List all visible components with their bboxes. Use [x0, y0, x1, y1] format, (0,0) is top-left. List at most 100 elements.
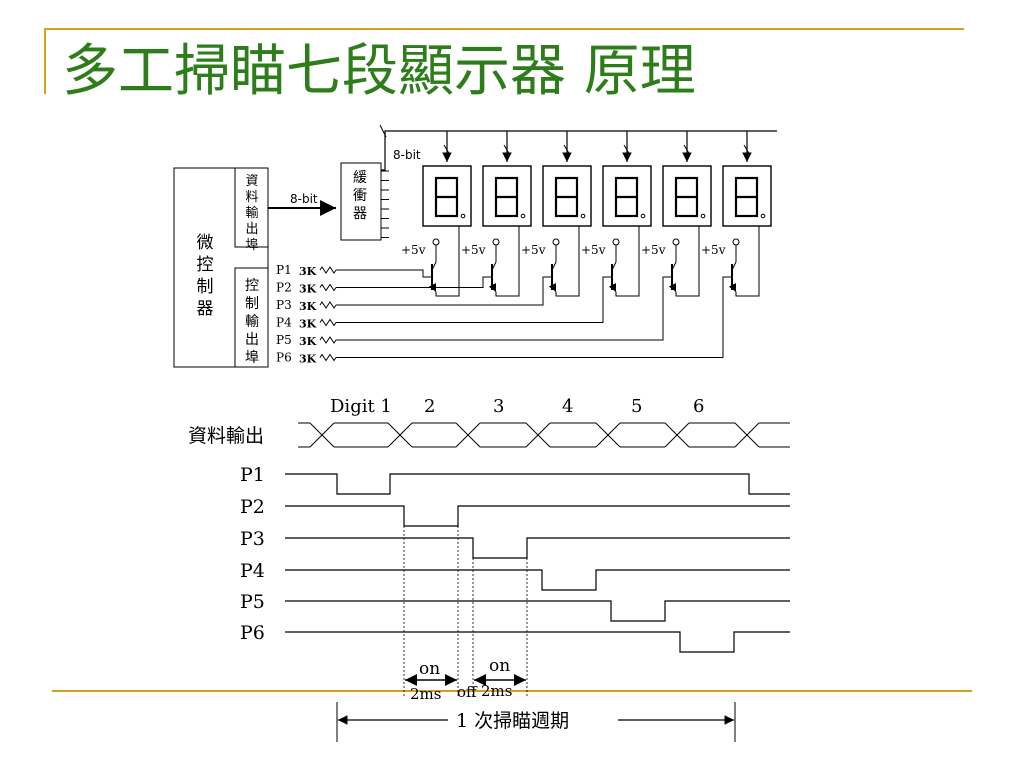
- data-row-label: 資料輸出: [188, 425, 264, 447]
- pin-waveform: P6: [240, 622, 790, 653]
- control-port-label-char: 控: [245, 278, 259, 294]
- waveform-line: [285, 537, 790, 559]
- supply-terminal: [612, 238, 620, 246]
- data-port-label-char: 出: [245, 222, 258, 237]
- base-wire: [336, 276, 552, 306]
- microcontroller-label-char: 器: [197, 299, 214, 319]
- bottom-rule: [52, 690, 972, 692]
- transistor-collector: [671, 261, 677, 271]
- resistor-label: 3K: [299, 283, 317, 296]
- waveform-label: P3: [240, 528, 265, 550]
- data-crossing: [455, 422, 481, 448]
- left-rule: [44, 28, 46, 94]
- resistor-label: 3K: [299, 318, 317, 331]
- base-wire: [336, 276, 732, 358]
- digit-label: 3: [493, 396, 504, 417]
- supply-terminal: [432, 238, 440, 246]
- digit-label: 5: [631, 396, 642, 417]
- seven-segment-display: +5v: [401, 131, 472, 297]
- waveform-label: P2: [240, 496, 265, 518]
- decimal-point: [580, 213, 586, 219]
- seven-segment-display: +5v: [461, 131, 532, 297]
- bus-slash: [623, 144, 631, 156]
- transistor-collector: [611, 261, 617, 271]
- bus-slash: [503, 144, 511, 156]
- pin-waveform: P5: [240, 591, 790, 622]
- buffer: 緩衝器 8-bit: [340, 124, 777, 241]
- base-wire: [336, 276, 672, 341]
- decimal-point: [760, 213, 766, 219]
- pin-waveform: P1: [240, 464, 790, 495]
- microcontroller-label-char: 制: [197, 277, 214, 297]
- control-output-port-box: [234, 267, 269, 368]
- buffer-label: 緩衝器: [353, 170, 367, 222]
- on-label: on: [419, 659, 440, 679]
- decimal-point: [640, 213, 646, 219]
- control-pin: P5 3K: [276, 276, 672, 348]
- transistor-collector: [731, 261, 737, 271]
- pin-waveform: P2: [240, 496, 790, 527]
- data-crossing: [734, 422, 760, 448]
- resistor: [319, 353, 337, 362]
- resistor: [319, 336, 337, 344]
- pin-label: P1: [276, 263, 292, 277]
- waveform-line: [285, 569, 790, 591]
- seven-segment-display: +5v: [641, 131, 712, 297]
- emitter-line: [675, 276, 700, 297]
- control-port-label-char: 制: [245, 296, 259, 312]
- resistor-label: 3K: [299, 335, 317, 348]
- base-wire: [336, 276, 612, 323]
- base-wire: [336, 269, 432, 278]
- data-crossing: [525, 422, 551, 448]
- resistor: [319, 283, 337, 292]
- supply-terminal: [732, 238, 740, 246]
- duration-label: 2ms: [481, 682, 512, 700]
- bus-slash: [683, 144, 691, 156]
- transistor-emitter: [728, 283, 737, 293]
- transistor-emitter: [608, 283, 617, 293]
- supply-terminal: [672, 238, 680, 246]
- buffer-output-pins: [381, 170, 389, 238]
- emitter-line: [735, 276, 760, 297]
- bus-slash: [379, 124, 387, 138]
- waveform-line: [285, 600, 790, 622]
- data-bus-label: 8-bit: [290, 192, 318, 206]
- supply-terminal: [552, 238, 560, 246]
- emitter-line: [615, 276, 640, 297]
- waveform-label: P5: [240, 591, 265, 613]
- cycle-label: 1 次掃瞄週期: [456, 710, 569, 732]
- transistor-collector: [551, 261, 557, 271]
- off-label: off: [457, 683, 478, 701]
- data-bus: 8-bit: [268, 192, 336, 216]
- pin-label: P5: [276, 333, 292, 347]
- transistor-collector: [491, 261, 497, 271]
- decimal-point: [460, 213, 466, 219]
- buffer-box: [340, 162, 382, 241]
- emitter-line: [495, 276, 520, 297]
- decimal-point: [520, 213, 526, 219]
- waveform-line: [285, 631, 790, 653]
- transistor-collector: [431, 261, 437, 271]
- resistor: [319, 318, 337, 327]
- timing-annotations: on on 2ms off 2ms 1 次掃瞄週期: [336, 526, 736, 742]
- resistor: [319, 301, 337, 309]
- buffer-bus-label: 8-bit: [393, 148, 421, 162]
- pin-waveform: P4: [240, 560, 790, 591]
- data-port-label-char: 輸: [245, 206, 258, 221]
- waveform-label: P1: [240, 464, 265, 486]
- page-title: 多工掃瞄七段顯示器 原理: [62, 39, 696, 104]
- supply-label: +5v: [641, 243, 666, 257]
- waveform-label: P4: [240, 560, 265, 582]
- buffer-label-char: 緩: [353, 170, 367, 186]
- waveform-line: [285, 505, 790, 527]
- microcontroller-label-char: 控: [197, 255, 214, 275]
